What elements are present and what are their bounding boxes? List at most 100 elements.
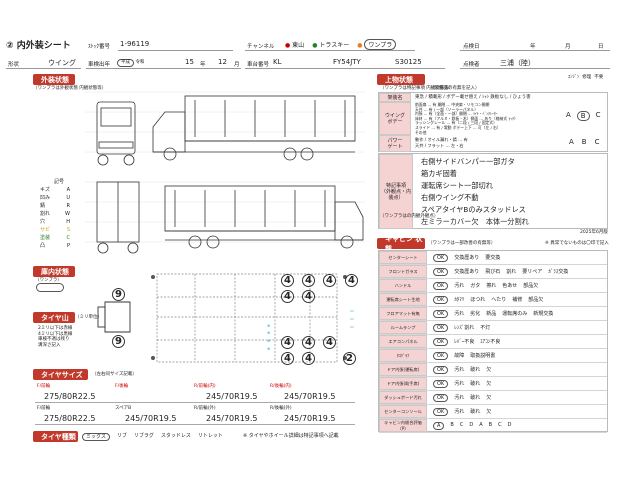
channel-truskey[interactable]: ● トラスキー bbox=[312, 42, 350, 49]
cabin-option[interactable]: 交換歴あり bbox=[454, 255, 480, 261]
cabin-option[interactable]: OK bbox=[433, 380, 449, 388]
cabin-option[interactable]: 欠 bbox=[486, 381, 492, 387]
cabin-option[interactable]: 破れ bbox=[470, 395, 481, 401]
tire-size-value: 245/70R19.5 bbox=[284, 392, 336, 401]
cabin-option[interactable]: OK bbox=[433, 366, 449, 374]
cabin-option[interactable]: 不灯 bbox=[480, 325, 491, 331]
tire-depth-mark: 4 bbox=[323, 274, 336, 287]
cabin-option[interactable]: 汚れ bbox=[454, 409, 465, 415]
tire-depth-note: 2ミリ以下は赤線 4ミリ以下は黒線 車検不適は残り 溝深さ記入 bbox=[38, 326, 73, 348]
cabin-option[interactable]: へたり bbox=[491, 297, 507, 303]
exterior-note: （ワンプラは外観状態 内観状態等） bbox=[33, 86, 107, 91]
cabin-option[interactable]: A bbox=[433, 422, 445, 430]
tire-type-mix[interactable]: ミックス bbox=[82, 433, 110, 441]
cabin-option[interactable]: 汚れ bbox=[454, 283, 465, 289]
tire-type-studless[interactable]: スタッドレス bbox=[160, 433, 191, 439]
remark-line: 左ミラーカバー欠 本体一分割れ bbox=[421, 217, 529, 226]
tire-depth-mark: 4 bbox=[302, 336, 315, 349]
cabin-option[interactable]: ｶﾞﾗｽ交換 bbox=[548, 269, 569, 275]
channel-higashiyama[interactable]: ● 東山 bbox=[285, 42, 305, 49]
cabin-option[interactable]: 故障 bbox=[454, 353, 465, 359]
cabin-option[interactable]: 割れ bbox=[506, 269, 517, 275]
cabin-option[interactable]: 汚れ bbox=[454, 395, 465, 401]
cabin-option[interactable]: 欠 bbox=[486, 395, 492, 401]
tire-type-note: ※ タイヤやホイール詳細は特記事項へ記載 bbox=[243, 433, 339, 439]
tire-depth-header: タイヤ山 bbox=[33, 312, 75, 323]
cabin-option[interactable]: D bbox=[507, 422, 512, 428]
cabin-option[interactable]: OK bbox=[433, 352, 449, 360]
cabin-option[interactable]: ほつれ bbox=[470, 297, 486, 303]
channel-options: ● 東山 ● トラスキー ● ワンプラ bbox=[285, 39, 397, 50]
cabin-option[interactable]: OK bbox=[433, 268, 449, 276]
cabin-option[interactable]: OK bbox=[433, 296, 449, 304]
tire-col-header: F/前輪 bbox=[37, 406, 51, 411]
cabin-option[interactable]: 飛び石 bbox=[485, 269, 501, 275]
cabin-option[interactable]: 劣化 bbox=[470, 311, 481, 317]
cabin-option[interactable]: ｴｱｺﾝ不良 bbox=[480, 339, 501, 345]
inspector-name: 三浦（陸） bbox=[500, 59, 535, 67]
cabin-row-label: エアコンパネル bbox=[379, 335, 427, 348]
cabin-option[interactable]: OK bbox=[433, 324, 449, 332]
era-options[interactable]: 平成 令和 bbox=[117, 59, 144, 67]
cabin-option[interactable]: 運転席のみ bbox=[502, 311, 528, 317]
cabin-option[interactable]: OK bbox=[433, 282, 449, 290]
cabin-option[interactable]: 新規交換 bbox=[533, 311, 554, 317]
cabin-option[interactable]: OK bbox=[433, 254, 449, 262]
cabin-option[interactable]: 要交換 bbox=[485, 255, 501, 261]
cabin-option[interactable]: A bbox=[479, 422, 483, 428]
cabin-option[interactable]: B bbox=[450, 422, 454, 428]
tire-type-retread[interactable]: リトレット bbox=[197, 433, 223, 439]
tire-depth-mark: 4 bbox=[281, 274, 294, 287]
cabin-option[interactable]: 欠 bbox=[486, 367, 492, 373]
cabin-option[interactable]: ﾚﾊﾞｰ不良 bbox=[454, 339, 475, 345]
cabin-option[interactable]: ﾚﾝｽﾞ割れ bbox=[454, 325, 475, 331]
cabin-row-options: OK ﾚﾊﾞｰ不良 ｴｱｺﾝ不良 bbox=[433, 338, 500, 346]
cabin-option[interactable]: C bbox=[498, 422, 502, 428]
cabin-option[interactable]: D bbox=[469, 422, 474, 428]
cabin-option[interactable]: 汚れ bbox=[454, 367, 465, 373]
cabin-option[interactable]: ｶﾀﾏﾘ bbox=[454, 297, 465, 303]
cabin-option[interactable]: 汚れ bbox=[454, 311, 465, 317]
cabin-option[interactable]: 破れ bbox=[470, 409, 481, 415]
cabin-option[interactable]: C bbox=[459, 422, 464, 428]
exterior-section-header: 外装状態 bbox=[33, 74, 75, 85]
tire-type-rib[interactable]: リブ bbox=[116, 433, 127, 439]
cabin-option[interactable]: 部品欠 bbox=[528, 297, 544, 303]
cabin-row-label: ﾀｺｸﾞﾗﾌ bbox=[379, 349, 427, 362]
cabin-option[interactable]: 破れ bbox=[470, 381, 481, 387]
cabin-legend: ※ 異常でないものは〇印で記入 bbox=[545, 241, 609, 246]
cabin-option[interactable]: 欠 bbox=[486, 409, 492, 415]
cabin-option[interactable]: 要リペア bbox=[522, 269, 543, 275]
cabin-option[interactable]: B bbox=[488, 422, 493, 428]
grade-labels: ｴﾝｼﾞﾝ修理不要 bbox=[568, 75, 604, 80]
cabin-option[interactable]: 部品欠 bbox=[523, 283, 539, 289]
cabin-option[interactable]: 汚れ bbox=[454, 381, 465, 387]
cabin-option[interactable]: OK bbox=[433, 310, 449, 318]
cabin-option[interactable]: 取扱説明書 bbox=[470, 353, 496, 359]
cabin-option[interactable]: 交換歴あり bbox=[454, 269, 480, 275]
tire-depth-mark: 9 bbox=[112, 288, 125, 301]
wing-body-content: 前面扉 … 有 開閉 … 中央扉・リモコン開閉 天井 … 有 / 一部（ソーラー… bbox=[415, 102, 518, 135]
cabin-option[interactable]: 擦れ bbox=[486, 283, 497, 289]
remarks-box: 特記事項 （外観点・内装点） 右側サイドバンパー一部ガタ 箱カギ固着 運転席シー… bbox=[378, 153, 608, 229]
cabin-option[interactable]: OK bbox=[433, 338, 449, 346]
cabin-option[interactable]: OK bbox=[433, 408, 449, 416]
cabin-option[interactable]: 破れ bbox=[470, 367, 481, 373]
tire-type-riblug[interactable]: リブラグ bbox=[133, 433, 154, 439]
channel-wanpura[interactable]: ● ワンプラ bbox=[357, 39, 397, 50]
tire-col-header: スペアB bbox=[115, 406, 132, 411]
cabin-option[interactable]: 新品 bbox=[486, 311, 497, 317]
cabin-option[interactable]: 補修 bbox=[512, 297, 523, 303]
cabin-option[interactable]: OK bbox=[433, 394, 449, 402]
model-code: FY54JTY bbox=[333, 58, 361, 66]
cabin-option[interactable]: 色あせ bbox=[502, 283, 518, 289]
tire-depth-mark: 4 bbox=[302, 352, 315, 365]
cabin-option[interactable]: ガタ bbox=[470, 283, 481, 289]
